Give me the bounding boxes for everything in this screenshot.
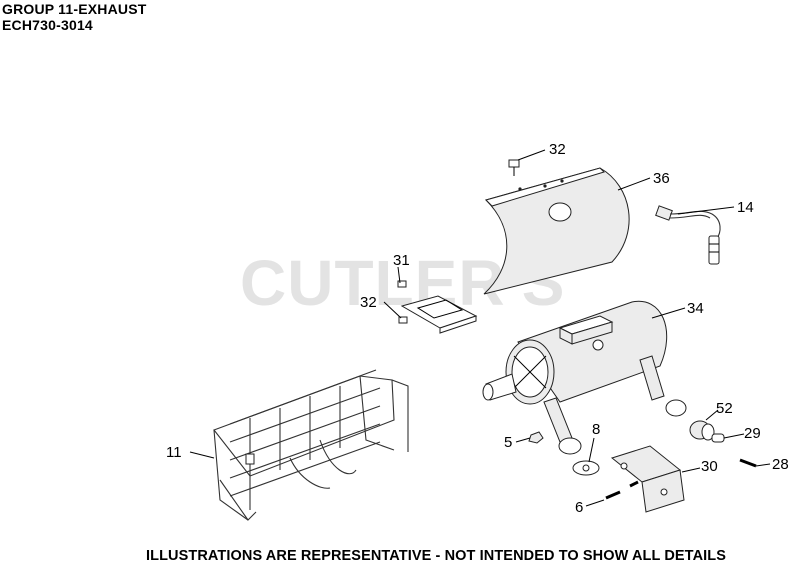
- nut-part: [528, 431, 544, 444]
- callout-34: 34: [687, 300, 704, 317]
- disclaimer-footer: ILLUSTRATIONS ARE REPRESENTATIVE - NOT I…: [146, 548, 726, 564]
- bushing-part: [711, 433, 725, 443]
- callout-32-mid: 32: [360, 294, 377, 311]
- callout-31: 31: [393, 252, 410, 269]
- bolt-28-part: [739, 458, 757, 468]
- callout-36: 36: [653, 170, 670, 187]
- callout-32-top: 32: [549, 141, 566, 158]
- gasket-part: [572, 460, 600, 476]
- exhaust-clamp-part: [689, 420, 715, 441]
- callout-52: 52: [716, 400, 733, 417]
- callout-29: 29: [744, 425, 761, 442]
- leader-lines: [189, 149, 771, 507]
- muffler-part: [482, 300, 687, 455]
- callout-8: 8: [592, 421, 600, 438]
- mounting-plate-part: [397, 280, 478, 334]
- callout-6: 6: [575, 499, 583, 516]
- oxygen-sensor-part: [655, 205, 721, 265]
- heat-shield-part: [483, 167, 630, 295]
- callout-28: 28: [772, 456, 789, 473]
- callout-14: 14: [737, 199, 754, 216]
- guard-cage-part: [213, 369, 409, 521]
- screw-32-top-part: [508, 159, 520, 176]
- callout-30: 30: [701, 458, 718, 475]
- callout-5: 5: [504, 434, 512, 451]
- model-number: ECH730-3014: [2, 17, 93, 33]
- group-title: GROUP 11-EXHAUST: [2, 1, 147, 17]
- callout-11: 11: [166, 444, 182, 461]
- stud-part: [605, 480, 639, 500]
- muffler-bracket-part: [610, 445, 685, 513]
